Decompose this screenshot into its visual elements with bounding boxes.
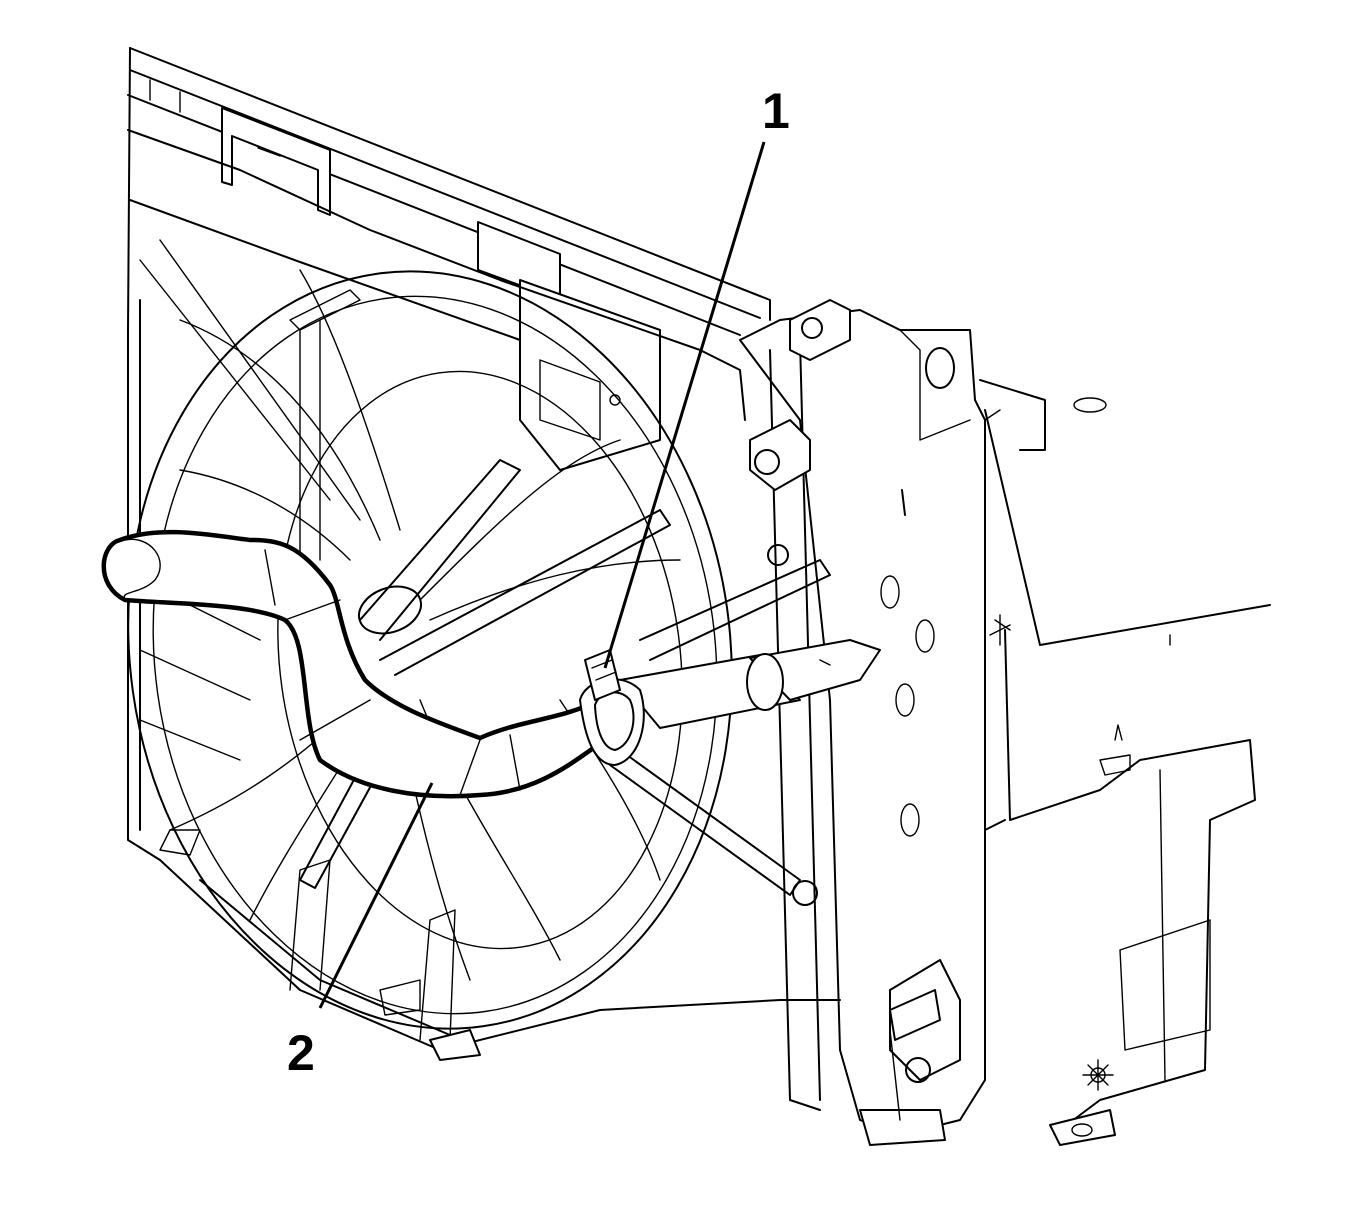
callout-2-label: 2 (287, 1025, 315, 1081)
radiator-tank (739, 299, 986, 1146)
callout-1-label: 1 (762, 83, 790, 139)
radiator-outlet-pipe (619, 639, 881, 729)
radiator-hose (101, 529, 608, 799)
callout-1-leader (603, 141, 766, 669)
fan-shroud (127, 129, 841, 1051)
lower-clips (379, 979, 941, 1121)
callout-2-leader (318, 782, 434, 1009)
fan-ring (127, 270, 733, 1030)
hose-clamp (579, 649, 645, 766)
callout-2: 2 (287, 782, 434, 1081)
callout-1: 1 (603, 83, 790, 669)
air-deflector-bracket (979, 379, 1271, 1146)
upper-support-rail (127, 47, 771, 471)
